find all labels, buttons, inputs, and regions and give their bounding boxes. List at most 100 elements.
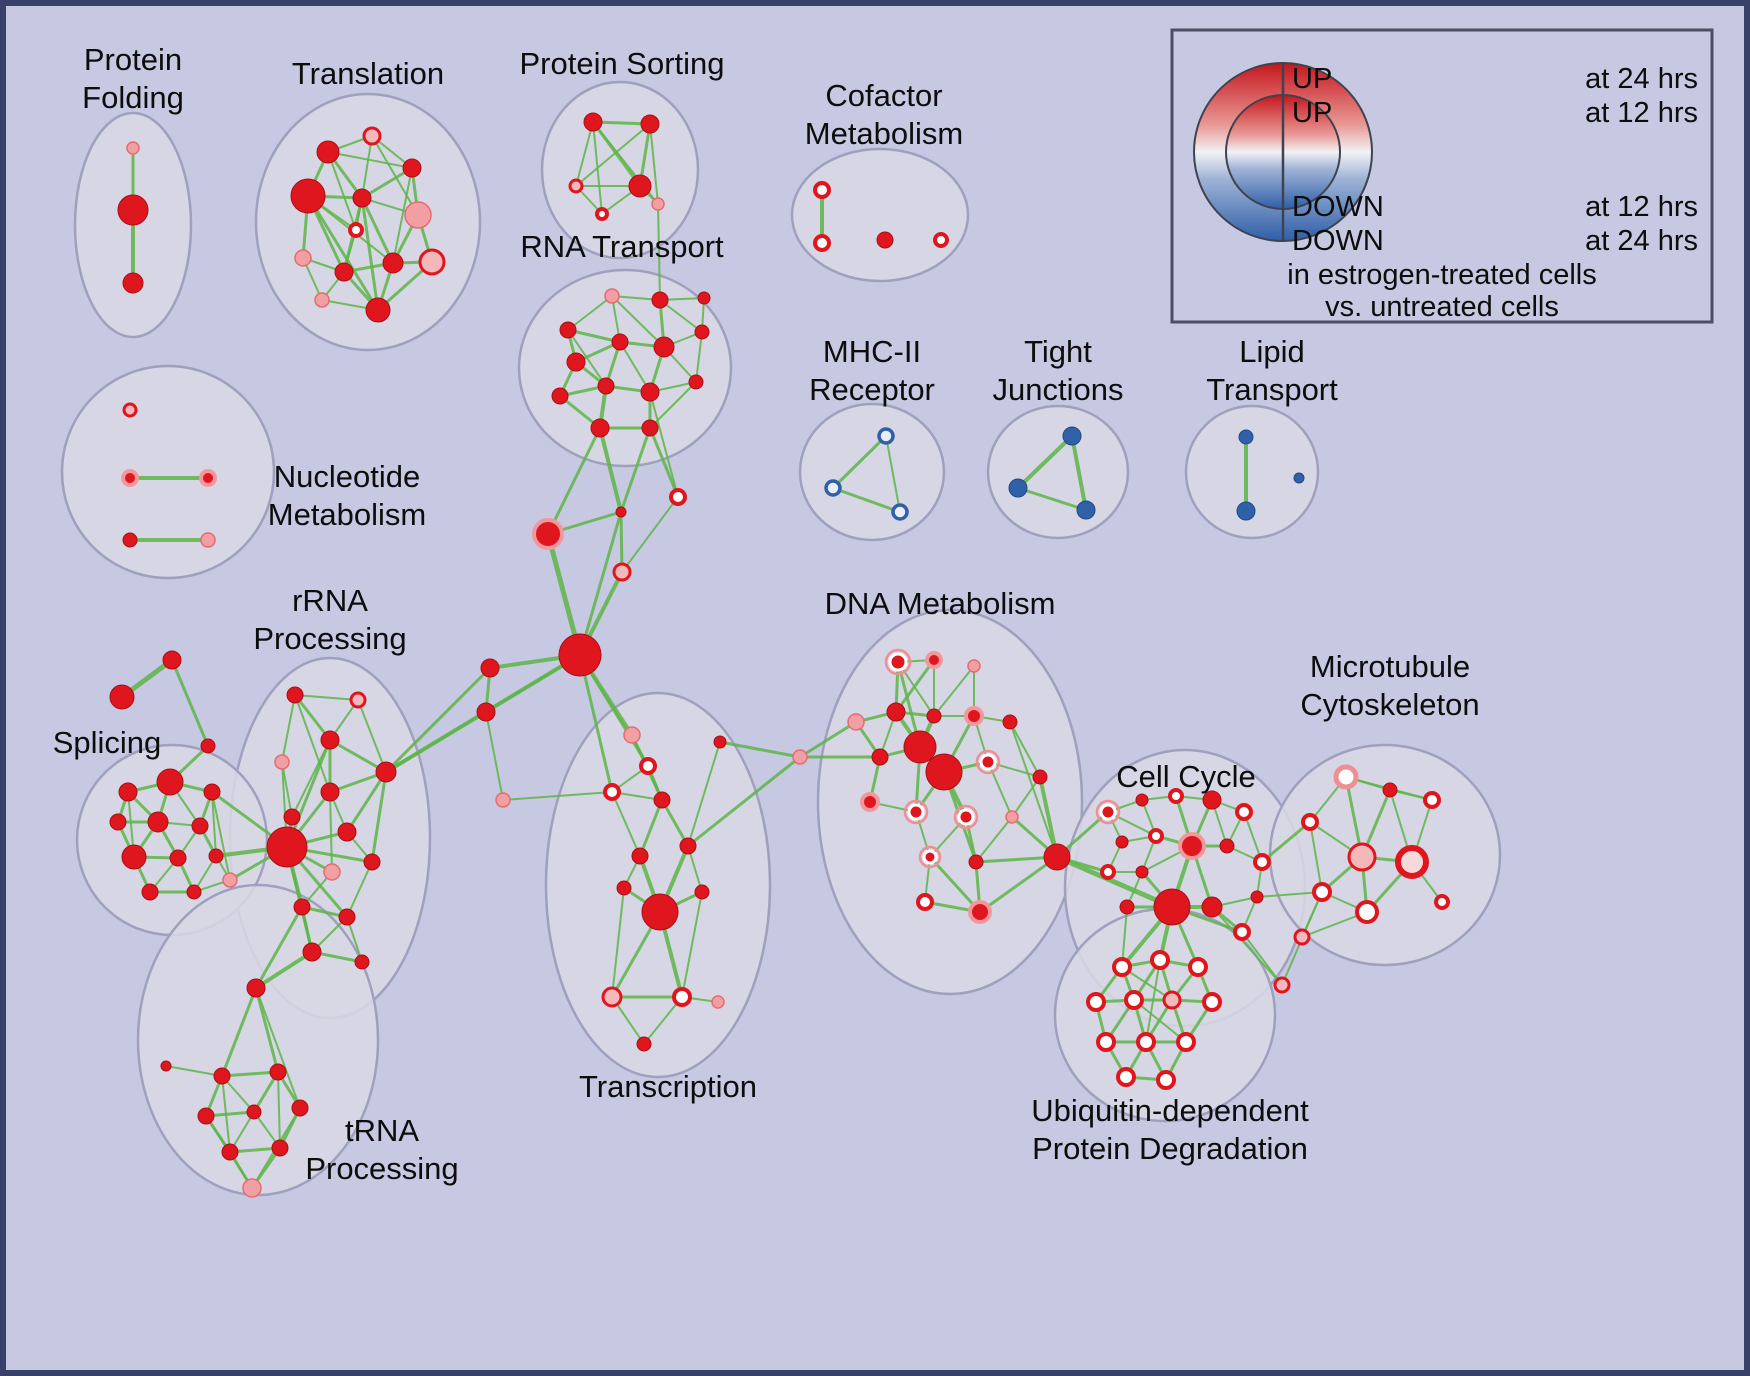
node [1202, 992, 1222, 1012]
node [1096, 1032, 1116, 1052]
node [847, 713, 865, 731]
node [480, 658, 500, 678]
cluster-label-protein-sorting: Protein Sorting [519, 46, 724, 81]
node [1116, 1067, 1136, 1087]
edge [718, 740, 802, 759]
node [886, 702, 906, 722]
node [813, 181, 831, 199]
node [208, 848, 224, 864]
node [1273, 976, 1291, 994]
node [362, 126, 382, 146]
node [694, 324, 710, 340]
node [156, 768, 184, 796]
node [314, 292, 330, 308]
node [1301, 813, 1319, 831]
edge [370, 770, 388, 864]
node [203, 783, 221, 801]
node [612, 562, 632, 582]
legend-down-12-state: DOWN [1292, 191, 1384, 223]
edge [346, 861, 373, 918]
node [1423, 791, 1441, 809]
edge [975, 816, 1013, 863]
edge [687, 741, 721, 847]
node [1355, 900, 1379, 924]
node [1347, 842, 1377, 872]
node [293, 898, 311, 916]
node [338, 908, 356, 926]
node [964, 706, 984, 726]
node [1293, 928, 1311, 946]
node [824, 479, 842, 497]
node [628, 174, 652, 198]
node [713, 735, 727, 749]
node [1395, 845, 1429, 879]
network-nodes [109, 112, 1450, 1198]
node [1115, 835, 1129, 849]
node [1188, 957, 1208, 977]
node [162, 650, 182, 670]
node [860, 792, 880, 812]
node [402, 158, 422, 178]
edge [1260, 820, 1312, 864]
edge [485, 711, 504, 801]
edge [1256, 891, 1323, 898]
edge [294, 694, 331, 793]
node [1219, 838, 1235, 854]
node [1099, 803, 1117, 821]
edge [1107, 811, 1157, 837]
node [601, 986, 623, 1008]
node [269, 1063, 287, 1081]
node [290, 178, 326, 214]
edge [686, 755, 802, 848]
edge [281, 761, 293, 818]
edge [928, 855, 982, 914]
node [1235, 803, 1253, 821]
node [922, 849, 938, 865]
node [979, 753, 997, 771]
node [1100, 864, 1116, 880]
edge [360, 166, 414, 200]
node [679, 837, 697, 855]
node [877, 427, 895, 445]
edge [357, 699, 387, 773]
node [590, 418, 610, 438]
edge [1038, 775, 1059, 859]
edge [361, 135, 373, 199]
node-outer-ring [903, 799, 929, 825]
node [186, 884, 202, 900]
node [266, 826, 308, 868]
cluster-rna-transport [517, 268, 733, 468]
node [616, 880, 632, 896]
cluster-label-dna-metabolism: DNA Metabolism [825, 586, 1056, 621]
node [603, 783, 621, 801]
edge [933, 665, 975, 717]
node [126, 141, 140, 155]
legend-down-24-time: at 24 hrs [1585, 225, 1698, 257]
cluster-label-rna-transport: RNA Transport [520, 229, 724, 264]
edge [254, 986, 280, 1074]
edge [591, 120, 652, 126]
node [597, 377, 615, 395]
node [968, 854, 984, 870]
node [418, 248, 446, 276]
node [320, 730, 340, 750]
node [1112, 957, 1132, 977]
node [169, 849, 187, 867]
node-outer-ring [884, 648, 912, 676]
edge [293, 693, 332, 742]
edge [254, 905, 304, 990]
node [631, 847, 649, 865]
node [916, 893, 934, 911]
node [640, 382, 660, 402]
node [197, 1107, 215, 1125]
legend-up-12-time: at 12 hrs [1585, 97, 1698, 129]
node [109, 684, 135, 710]
node [121, 469, 139, 487]
node [294, 249, 312, 267]
edge [1054, 854, 1175, 910]
edge [1016, 434, 1074, 490]
node [382, 252, 404, 274]
